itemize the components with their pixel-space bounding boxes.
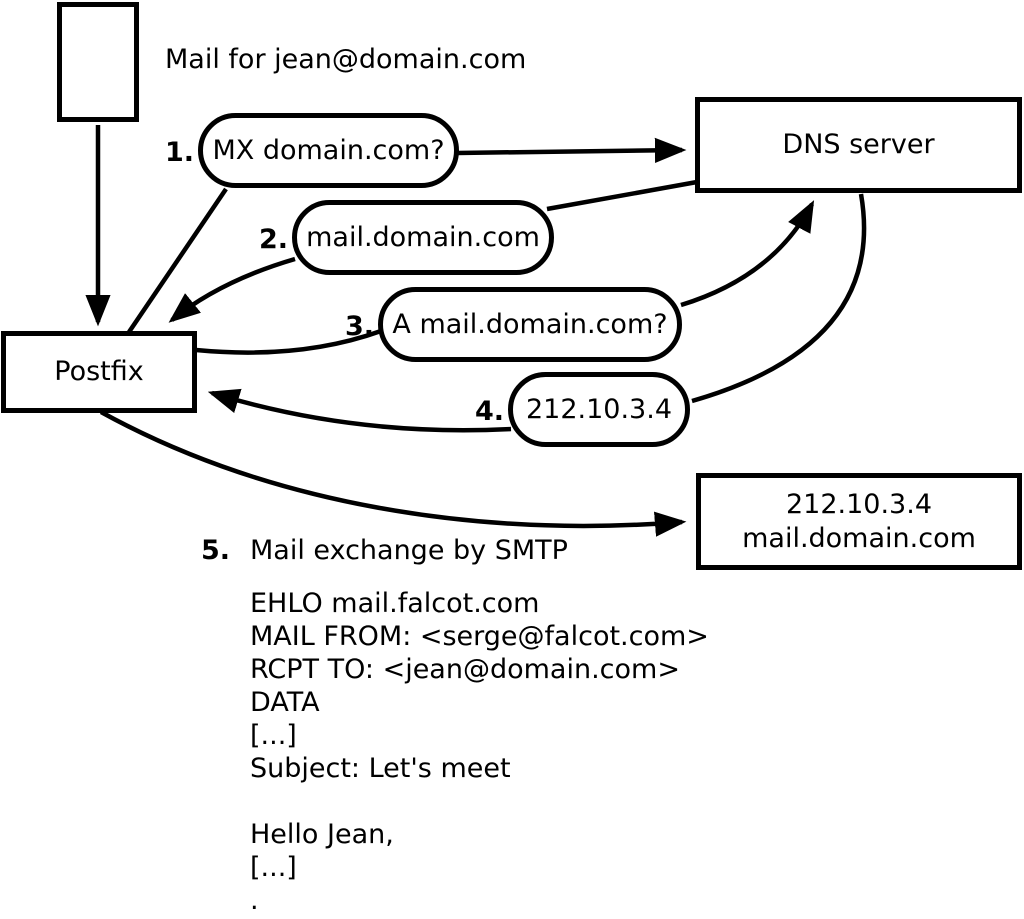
pill-a-answer-label: 212.10.3.4 [526,393,672,425]
pill-mx-answer-label: mail.domain.com [306,221,540,253]
smtp-exchange-label: Mail exchange by SMTP [250,535,568,566]
pill-a-query: A mail.domain.com? [378,287,682,362]
arrow-a-query-to-dns [680,200,815,308]
line-postfix-to-mx-query [127,187,228,334]
mailserver-label: 212.10.3.4 mail.domain.com [742,488,976,556]
pill-a-answer: 212.10.3.4 [508,372,690,447]
line-postfix-to-a-query [195,328,382,355]
dns-server-node: DNS server [695,97,1022,193]
step-number-5: 5. [200,535,230,566]
dns-server-label: DNS server [782,129,935,161]
postfix-node: Postfix [1,331,197,413]
pill-mx-query: MX domain.com? [198,113,459,188]
arrow-a-answer-to-postfix [207,388,512,433]
smtp-session-transcript: EHLO mail.falcot.com MAIL FROM: <serge@f… [250,588,709,916]
pill-a-query-label: A mail.domain.com? [392,308,668,340]
mailserver-hostname: mail.domain.com [742,522,976,554]
step-number-3: 3. [344,311,374,342]
mailserver-ip: 212.10.3.4 [786,488,932,520]
step-number-2: 2. [258,224,288,255]
mail-envelope-node [57,2,139,122]
pill-mx-answer: mail.domain.com [292,200,554,275]
pill-mx-query-label: MX domain.com? [212,134,445,166]
step-number-1: 1. [164,137,194,168]
arrow-mx-query-to-dns [456,137,687,163]
step-number-4: 4. [474,396,504,427]
arrow-postfix-to-mailserver [99,410,687,537]
mail-for-label: Mail for jean@domain.com [165,44,527,75]
line-dns-to-mx-answer [546,179,698,212]
line-dns-to-a-answer [691,193,867,404]
mailserver-node: 212.10.3.4 mail.domain.com [696,473,1022,570]
arrow-mx-answer-to-postfix [168,256,296,323]
postfix-label: Postfix [54,356,144,388]
